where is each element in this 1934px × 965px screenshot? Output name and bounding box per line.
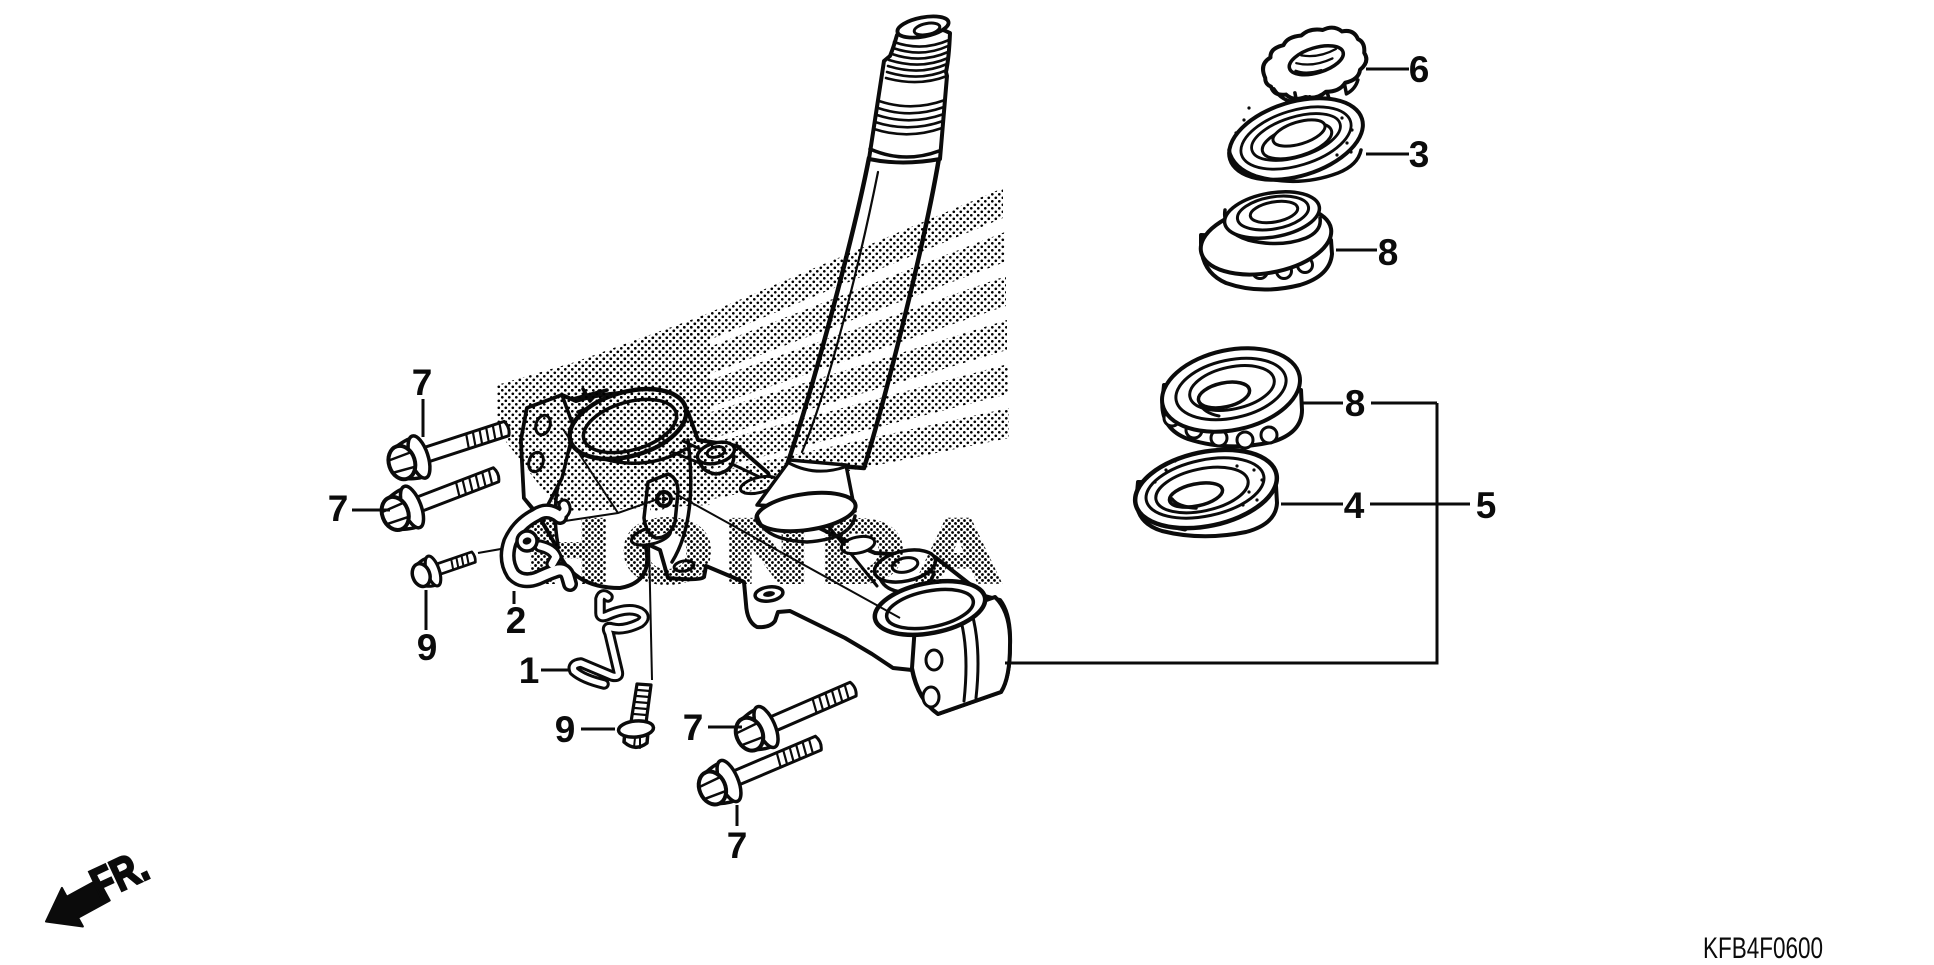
- svg-text:8: 8: [1345, 383, 1366, 424]
- svg-text:7: 7: [683, 707, 704, 748]
- svg-text:2: 2: [506, 600, 527, 641]
- svg-text:9: 9: [417, 627, 438, 668]
- svg-text:6: 6: [1409, 49, 1430, 90]
- svg-text:KFB4F0600: KFB4F0600: [1703, 932, 1823, 965]
- svg-text:7: 7: [727, 825, 748, 866]
- svg-text:4: 4: [1344, 485, 1365, 526]
- svg-text:7: 7: [328, 488, 349, 529]
- svg-text:9: 9: [555, 709, 576, 750]
- svg-text:7: 7: [412, 362, 433, 403]
- svg-text:1: 1: [519, 650, 540, 691]
- svg-text:8: 8: [1378, 232, 1399, 273]
- svg-text:HONDA: HONDA: [527, 503, 1013, 600]
- svg-text:5: 5: [1476, 485, 1497, 526]
- svg-text:3: 3: [1409, 134, 1430, 175]
